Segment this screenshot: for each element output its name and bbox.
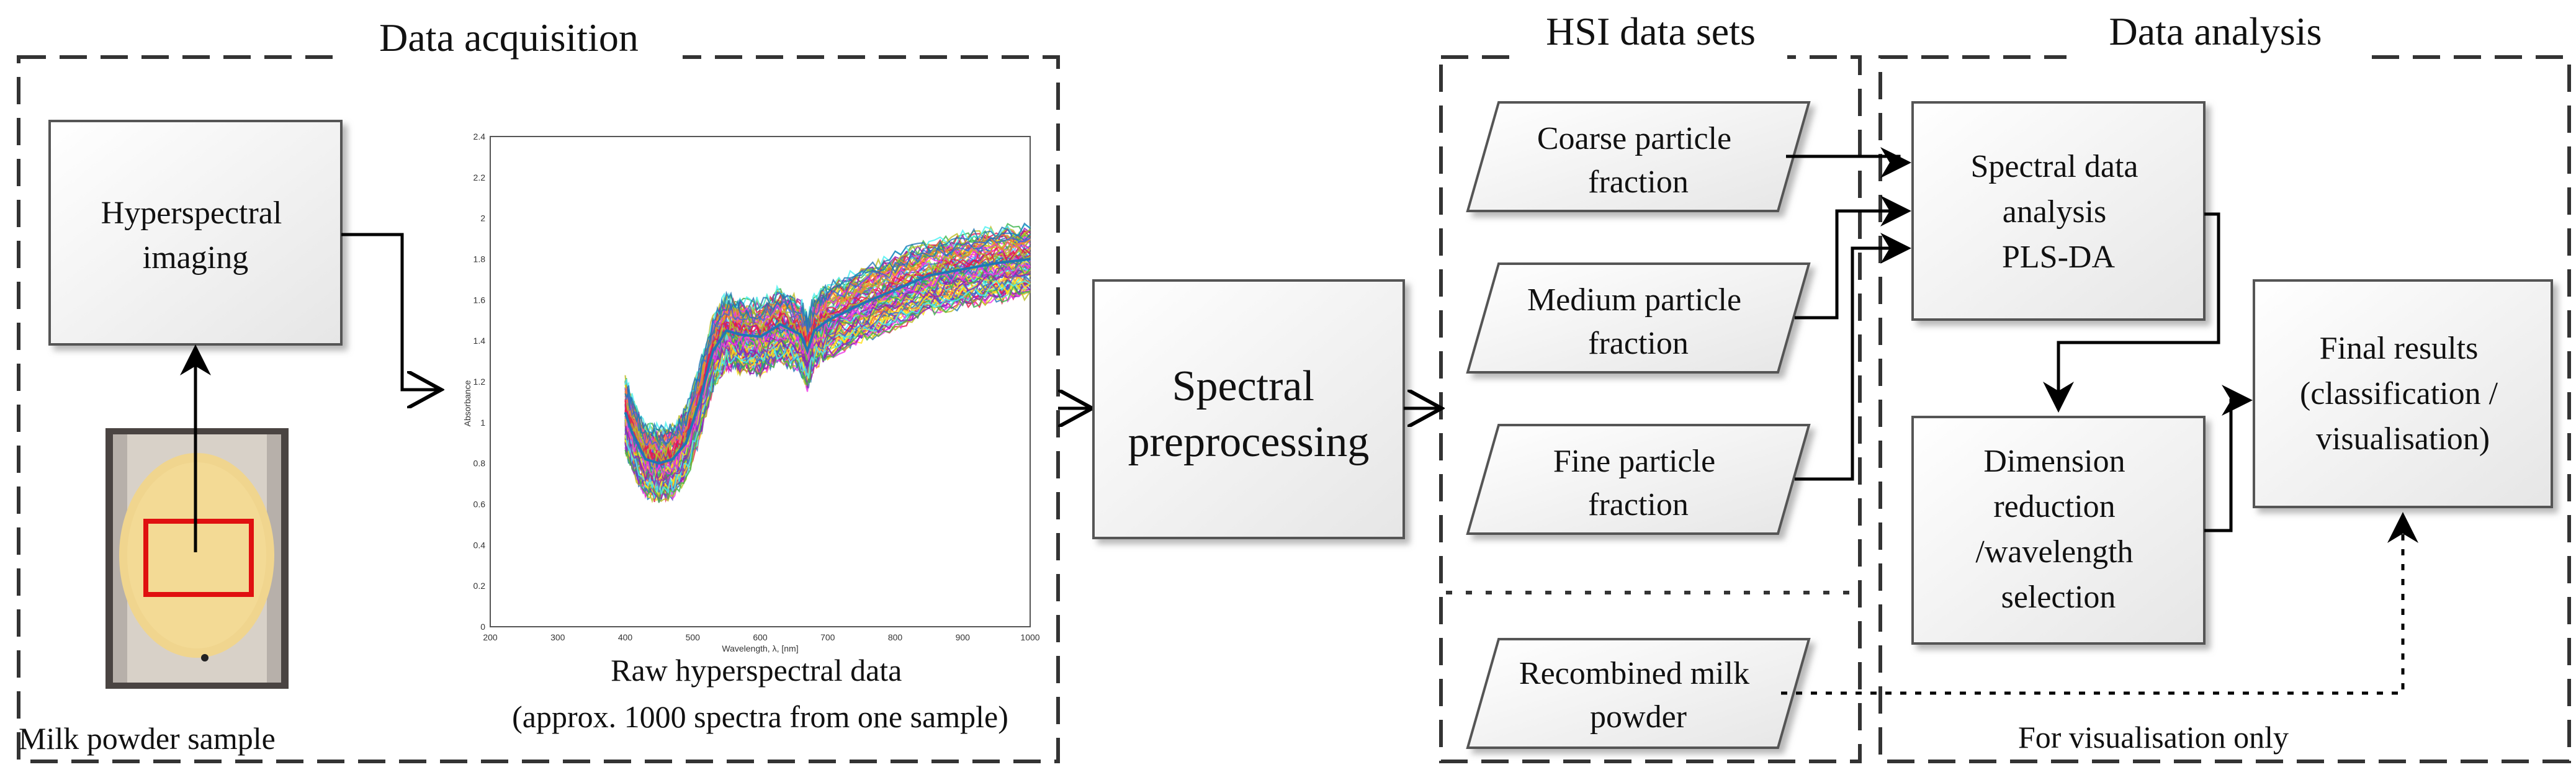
dimension-to-final-arrow	[2204, 385, 2253, 532]
fine-to-analysis-arrow	[1795, 233, 1911, 481]
spectrum-line	[624, 223, 1031, 437]
spectrum-line	[625, 236, 1031, 452]
spectrum-line	[624, 238, 1031, 451]
plot-x-tick-label: 700	[820, 632, 835, 642]
plot-x-tick-label: 600	[753, 632, 768, 642]
spectrum-line	[624, 275, 1031, 493]
plot-y-tick-label: 0	[480, 622, 485, 632]
spectrum-line	[624, 232, 1031, 446]
plot-y-tick-label: 0.4	[473, 540, 486, 550]
medium-fraction-label: Medium particle fraction	[1527, 282, 1749, 361]
sample-roi-rectangle	[143, 519, 254, 597]
imaging-to-rawdata-arrow	[341, 233, 438, 390]
spectrum-line	[624, 261, 1031, 481]
plot-x-tick-label: 200	[483, 632, 498, 642]
coarse-to-analysis-arrow	[1786, 147, 1911, 178]
raw-spectra-plot: 200 300 400 500 600 700 800 900 1000 0 0.2 0.4 0.6 0.…	[462, 132, 1040, 653]
spectral-analysis-box	[1911, 101, 2206, 321]
spectrum-line	[624, 271, 1031, 488]
plot-x-axis-label: Wavelength, λ, [nm]	[722, 643, 798, 653]
plot-y-axis-label: Absorbance	[462, 380, 472, 426]
final-results-label: Final results (classification / visualis…	[2300, 331, 2506, 457]
data-acquisition-frame	[17, 55, 1060, 763]
plot-x-tick-label: 400	[618, 632, 633, 642]
analysis-to-dimension-arrow	[2043, 212, 2220, 413]
spectral-preprocessing-box	[1092, 279, 1405, 539]
medium-to-analysis-arrow	[1795, 195, 1911, 320]
recombined-powder-box	[1466, 638, 1811, 749]
hsi-datasets-title: HSI data sets	[1546, 9, 1756, 53]
spectral-preprocessing-label: Spectral preprocessing	[1128, 362, 1370, 466]
plot-x-tick-label: 500	[686, 632, 701, 642]
data-acquisition-title: Data acquisition	[379, 16, 639, 60]
raw-data-caption: Raw hyperspectral data (approx. 1000 spe…	[512, 653, 1008, 734]
plot-y-tick-label: 0.8	[473, 459, 486, 468]
recombined-powder-label: Recombined milk powder	[1519, 656, 1757, 735]
plot-y-tick-label: 2.2	[473, 173, 486, 182]
spectral-analysis-label: Spectral data analysis PLS-DA	[1971, 149, 2147, 275]
plot-y-tick-label: 1.6	[473, 295, 486, 305]
plot-y-tick-label: 1.2	[473, 377, 486, 387]
final-results-box	[2253, 279, 2553, 508]
plot-y-tick-label: 2	[480, 213, 485, 223]
fine-fraction-box	[1466, 424, 1811, 535]
plot-y-tick-label: 0.6	[473, 500, 486, 509]
dimension-reduction-box	[1911, 416, 2206, 645]
milk-powder-sample-caption: Milk powder sample	[19, 721, 276, 756]
mean-spectrum-line	[624, 258, 1031, 465]
hyperspectral-imaging-box	[48, 120, 343, 346]
spectrum-line	[624, 279, 1031, 495]
plot-y-tick-label: 1	[480, 418, 485, 428]
spectrum-line	[624, 255, 1031, 472]
hyperspectral-imaging-label: Hyperspectral imaging	[101, 195, 290, 276]
plot-y-tick-label: 1.8	[473, 254, 486, 264]
visualisation-only-note: For visualisation only	[2018, 720, 2289, 755]
plot-y-tick-label: 1.4	[473, 336, 486, 346]
plot-y-tick-label: 2.4	[473, 132, 486, 141]
data-analysis-title: Data analysis	[2109, 9, 2322, 53]
plot-x-tick-label: 900	[956, 632, 971, 642]
plot-x-tick-label: 1000	[1020, 632, 1039, 642]
dimension-reduction-label: Dimension reduction /wavelength selectio…	[1975, 444, 2141, 615]
plot-y-tick-label: 0.2	[473, 581, 486, 591]
fine-fraction-label: Fine particle fraction	[1553, 444, 1723, 522]
spectrum-line	[624, 248, 1031, 466]
spectrum-line	[624, 234, 1031, 451]
medium-fraction-box	[1466, 262, 1811, 374]
coarse-fraction-label: Coarse particle fraction	[1537, 121, 1739, 200]
plot-x-tick-label: 300	[550, 632, 565, 642]
plot-x-tick-label: 800	[888, 632, 903, 642]
coarse-fraction-box	[1466, 101, 1811, 212]
